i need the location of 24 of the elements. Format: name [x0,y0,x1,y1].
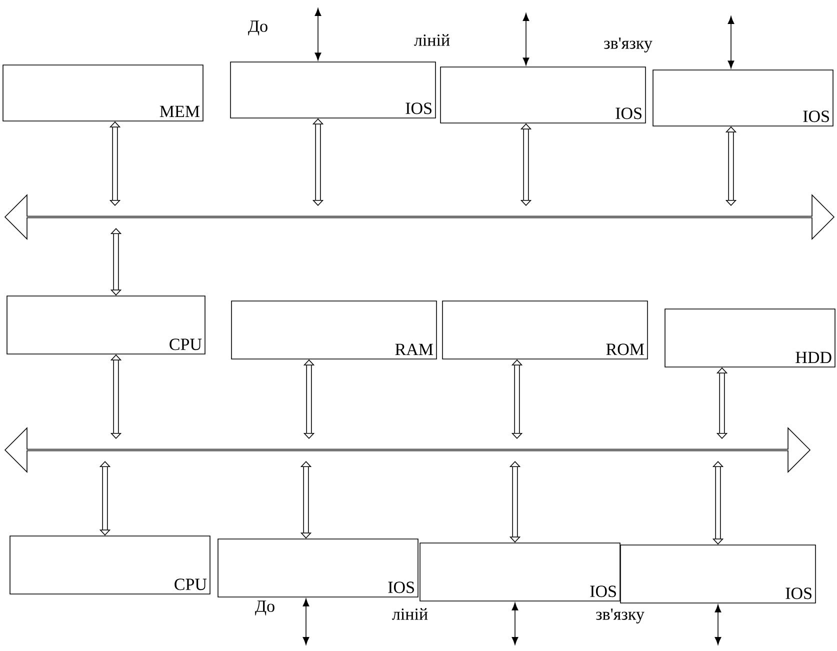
line-label: До [255,600,274,616]
line-label: До [248,20,268,36]
line-label: ліній [392,608,428,620]
line-label: ліній [414,34,450,46]
module-box: IOS [620,544,816,604]
external-line [728,16,734,68]
module-box: IOS [652,70,834,126]
module-box: MEM [2,64,204,122]
module-box: IOS [440,66,646,124]
module-box: ROM [442,300,648,360]
module-box: RAM [231,300,437,360]
line-label: зв'язку [596,608,644,624]
module-box: HDD [664,308,836,368]
external-line [512,602,518,645]
module-box: CPU [10,536,210,594]
line-label: зв'язку [604,38,652,52]
external-line [522,13,530,66]
external-line [714,604,722,645]
external-line [302,598,310,645]
module-box: IOS [218,538,418,598]
module-box: IOS [420,542,620,602]
module-box: CPU [6,296,206,354]
external-line [314,8,322,60]
module-box: IOS [230,62,436,118]
